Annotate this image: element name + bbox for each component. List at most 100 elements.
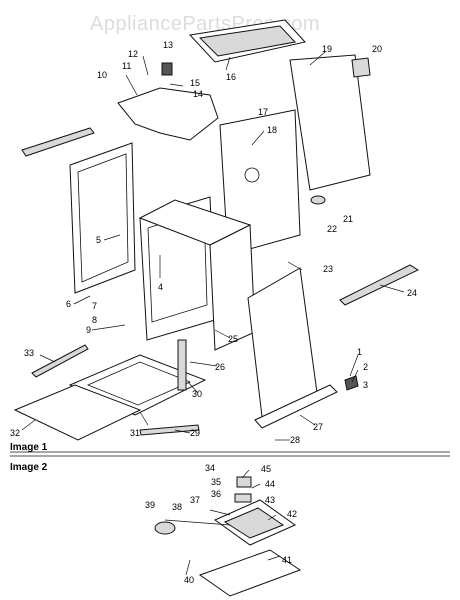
callout-36: 36 <box>211 489 221 499</box>
part-38-tube <box>164 519 231 526</box>
callout-32: 32 <box>10 428 20 438</box>
part-33-strip <box>31 344 89 378</box>
leader-line-41 <box>267 555 281 561</box>
leader-line-16 <box>225 56 231 71</box>
callout-45: 45 <box>261 464 271 474</box>
back-panel-hole <box>244 167 260 183</box>
leader-line-18 <box>251 130 265 146</box>
part-13-bracket <box>161 62 173 76</box>
part-45-bracket <box>236 476 252 488</box>
callout-19: 19 <box>322 44 332 54</box>
part-16-top-panel-inner <box>198 25 296 57</box>
left-side-panel <box>69 142 136 294</box>
part-26-post <box>177 339 187 391</box>
callout-4: 4 <box>158 282 163 292</box>
callout-14: 14 <box>193 89 203 99</box>
callout-38: 38 <box>172 502 182 512</box>
callout-33: 33 <box>24 348 34 358</box>
callout-24: 24 <box>407 288 417 298</box>
callout-27: 27 <box>313 422 323 432</box>
leader-line-30 <box>187 381 199 394</box>
callout-3: 3 <box>363 380 368 390</box>
callout-31: 31 <box>130 428 140 438</box>
leader-line-1 <box>349 354 359 377</box>
callout-23: 23 <box>323 264 333 274</box>
callout-8: 8 <box>92 315 97 325</box>
part-24-rail <box>339 264 420 306</box>
callout-17: 17 <box>258 107 268 117</box>
callout-28: 28 <box>290 435 300 445</box>
callout-25: 25 <box>228 334 238 344</box>
callout-2: 2 <box>363 362 368 372</box>
callout-9: 9 <box>86 325 91 335</box>
callout-37: 37 <box>190 495 200 505</box>
callout-11: 11 <box>122 61 131 71</box>
leader-line-45 <box>241 469 250 479</box>
part-37-rod <box>209 509 231 516</box>
part-31-bottom-pan-inner <box>86 361 192 406</box>
image-2-drawing <box>154 476 302 597</box>
leader-line-10 <box>125 74 138 96</box>
caption-image-2: Image 2 <box>10 462 48 473</box>
callout-18: 18 <box>267 125 277 135</box>
part-21-grommet <box>310 195 326 205</box>
callout-15: 15 <box>190 78 200 88</box>
leader-line-12 <box>142 55 149 76</box>
part-29-strip <box>139 424 200 436</box>
leader-line-6 <box>73 295 91 305</box>
leader-line-40 <box>185 559 191 576</box>
part-left-rail <box>21 127 95 157</box>
leader-line-24 <box>379 284 405 293</box>
leader-line-32 <box>21 419 36 431</box>
image-1-drawing <box>13 19 420 441</box>
callout-43: 43 <box>265 495 275 505</box>
callout-13: 13 <box>163 40 173 50</box>
leader-line-25 <box>214 329 231 339</box>
part-43-assembly-inner <box>223 507 285 539</box>
part-39-component <box>154 521 176 535</box>
callout-30: 30 <box>192 389 202 399</box>
callout-12: 12 <box>128 49 138 59</box>
callout-29: 29 <box>190 428 200 438</box>
callout-7: 7 <box>92 301 97 311</box>
callout-5: 5 <box>96 235 101 245</box>
leader-lines-2 <box>185 469 281 576</box>
leader-line-5 <box>103 234 121 241</box>
leader-lines <box>21 51 405 441</box>
callout-44: 44 <box>265 479 275 489</box>
part-2-bracket <box>344 375 359 391</box>
callout-10: 10 <box>97 70 107 80</box>
callout-26: 26 <box>215 362 225 372</box>
callout-41: 41 <box>282 555 292 565</box>
leader-line-44 <box>251 483 261 489</box>
leader-line-31 <box>139 411 149 426</box>
callout-6: 6 <box>66 299 71 309</box>
callout-35: 35 <box>211 477 221 487</box>
part-27-rail <box>254 384 338 429</box>
callout-40: 40 <box>184 575 194 585</box>
caption-image-1: Image 1 <box>10 442 48 453</box>
callout-34: 34 <box>205 463 215 473</box>
callout-42: 42 <box>287 509 297 519</box>
part-36-plate <box>234 493 252 503</box>
leader-line-42 <box>267 514 277 521</box>
callout-16: 16 <box>226 72 236 82</box>
leader-line-19 <box>309 51 326 66</box>
left-side-panel-inner <box>77 153 129 283</box>
part-32-bottom-plate <box>13 384 142 441</box>
callout-labels: 1 2 3 4 5 6 7 8 9 10 11 12 13 14 15 16 1… <box>10 40 417 585</box>
leader-line-2 <box>351 369 359 383</box>
part-20-vent <box>351 57 371 78</box>
part-10-insulation <box>117 87 219 141</box>
callout-21: 21 <box>343 214 353 224</box>
leader-line-23 <box>287 261 303 271</box>
callout-20: 20 <box>372 44 382 54</box>
part-19-rear-cover <box>289 54 371 191</box>
leader-line-26 <box>189 361 218 367</box>
part-41-base-plate <box>198 549 302 597</box>
leader-line-33 <box>39 354 56 363</box>
leader-line-15 <box>169 83 184 87</box>
callout-22: 22 <box>327 224 337 234</box>
callout-1: 1 <box>357 347 362 357</box>
